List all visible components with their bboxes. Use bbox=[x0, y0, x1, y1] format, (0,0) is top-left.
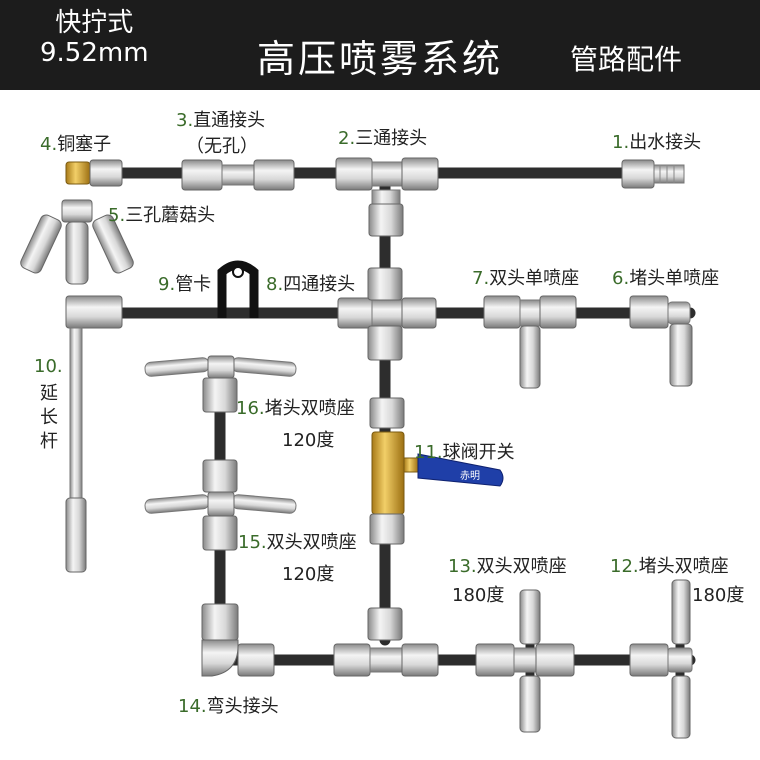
part-2-number: 2. bbox=[338, 128, 356, 149]
plug-end-double-nozzle-seat-120 bbox=[144, 355, 297, 413]
brass-plug bbox=[65, 159, 123, 187]
pipe-clamp bbox=[217, 260, 259, 318]
label-part-3-sub: （无孔） bbox=[186, 136, 258, 157]
label-part-16-sub: 120度 bbox=[282, 430, 335, 451]
part-13-name: 双头双喷座 bbox=[476, 556, 567, 577]
part-14-number: 14. bbox=[178, 696, 207, 717]
label-part-12: 12.堵头双喷座 bbox=[610, 556, 729, 578]
part-10-char-1: 延 bbox=[40, 383, 58, 404]
outlet-connector bbox=[621, 159, 685, 189]
part-8-number: 8. bbox=[266, 274, 284, 295]
part-7-number: 7. bbox=[472, 268, 490, 289]
part-3-name: 直通接头 bbox=[193, 110, 266, 131]
label-part-15: 15.双头双喷座 bbox=[238, 532, 357, 554]
label-part-4: 4.铜塞子 bbox=[40, 134, 111, 156]
header-subtitle: 管路配件 bbox=[570, 43, 683, 76]
part-5-number: 5. bbox=[108, 205, 126, 226]
header-banner: 快拧式 9.52mm 高压喷雾系统 管路配件 bbox=[0, 0, 760, 90]
bottom-tee-connector bbox=[333, 607, 439, 677]
tee-connector bbox=[335, 157, 439, 237]
part-2-name: 三通接头 bbox=[355, 128, 428, 149]
valve-handle-text: 赤明 bbox=[460, 470, 480, 482]
straight-connector bbox=[181, 159, 295, 191]
part-9-number: 9. bbox=[158, 274, 176, 295]
label-part-9: 9.管卡 bbox=[158, 274, 211, 296]
label-part-13-sub: 180度 bbox=[452, 585, 505, 606]
label-part-7: 7.双头单喷座 bbox=[472, 268, 579, 290]
label-part-13: 13.双头双喷座 bbox=[448, 556, 567, 578]
label-part-12-sub: 180度 bbox=[692, 585, 745, 606]
part-11-number: 11. bbox=[414, 442, 443, 463]
cross-connector bbox=[337, 267, 437, 361]
label-part-14: 14.弯头接头 bbox=[178, 696, 279, 718]
header-spec: 快拧式 9.52mm bbox=[40, 8, 149, 68]
header-spec-type: 快拧式 bbox=[55, 8, 134, 38]
part-12-number: 12. bbox=[610, 556, 639, 577]
label-part-2: 2.三通接头 bbox=[338, 128, 427, 150]
part-15-number: 15. bbox=[238, 532, 267, 553]
part-10-char-2: 长 bbox=[40, 407, 58, 428]
three-hole-mushroom-head bbox=[20, 199, 134, 285]
label-part-5: 5.三孔蘑菇头 bbox=[108, 205, 215, 227]
double-end-double-nozzle-seat-120 bbox=[144, 459, 297, 551]
part-4-name: 铜塞子 bbox=[57, 134, 112, 155]
label-part-15-sub: 120度 bbox=[282, 564, 335, 585]
plug-end-double-nozzle-seat-180 bbox=[629, 579, 693, 739]
part-16-number: 16. bbox=[236, 398, 265, 419]
part-3-number: 3. bbox=[176, 110, 194, 131]
part-14-name: 弯头接头 bbox=[206, 696, 279, 717]
pipe-system-diagram: 赤明 bbox=[20, 157, 696, 739]
part-13-number: 13. bbox=[448, 556, 477, 577]
plug-end-single-nozzle-seat bbox=[629, 295, 693, 387]
double-end-double-nozzle-seat-180 bbox=[475, 589, 575, 733]
part-6-number: 6. bbox=[612, 268, 630, 289]
part-8-name: 四通接头 bbox=[283, 274, 356, 295]
part-1-name: 出水接头 bbox=[629, 132, 702, 153]
extension-rod bbox=[65, 295, 123, 573]
part-15-name: 双头双喷座 bbox=[266, 532, 357, 553]
elbow-connector bbox=[201, 603, 275, 677]
label-part-1: 1.出水接头 bbox=[612, 132, 701, 154]
part-11-name: 球阀开关 bbox=[442, 442, 515, 463]
double-end-single-nozzle-seat bbox=[483, 295, 577, 389]
part-9-name: 管卡 bbox=[175, 274, 212, 295]
label-part-16: 16.堵头双喷座 bbox=[236, 398, 355, 420]
label-part-3: 3.直通接头 bbox=[176, 110, 265, 132]
header-spec-size: 9.52mm bbox=[40, 38, 149, 68]
part-1-number: 1. bbox=[612, 132, 630, 153]
label-part-10-name: 延 长 杆 bbox=[34, 382, 64, 454]
part-10-char-3: 杆 bbox=[40, 431, 58, 452]
part-6-name: 堵头单喷座 bbox=[629, 268, 720, 289]
label-part-10-number: 10. bbox=[34, 356, 63, 377]
label-part-6: 6.堵头单喷座 bbox=[612, 268, 719, 290]
part-5-name: 三孔蘑菇头 bbox=[125, 205, 216, 226]
page-title: 高压喷雾系统 bbox=[256, 37, 503, 81]
ball-valve bbox=[369, 397, 504, 545]
part-7-name: 双头单喷座 bbox=[489, 268, 580, 289]
label-part-11: 11.球阀开关 bbox=[414, 442, 515, 464]
part-12-name: 堵头双喷座 bbox=[638, 556, 729, 577]
label-part-8: 8.四通接头 bbox=[266, 274, 355, 296]
part-4-number: 4. bbox=[40, 134, 58, 155]
part-16-name: 堵头双喷座 bbox=[264, 398, 355, 419]
